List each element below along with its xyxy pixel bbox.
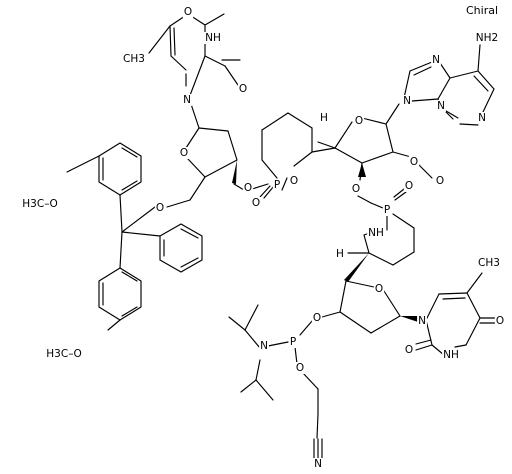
label-backdrop	[436, 100, 446, 112]
atom-o: O	[352, 183, 360, 195]
atom-p: P	[274, 179, 280, 191]
atom-n: N	[183, 94, 191, 106]
atom-n: N	[314, 458, 322, 470]
label-backdrop	[242, 182, 254, 194]
atom-ch3-methoxy: O	[436, 175, 444, 187]
label-backdrop	[442, 349, 460, 361]
label-backdrop	[45, 348, 83, 360]
atom-p: P	[384, 204, 390, 216]
label-backdrop	[477, 112, 487, 124]
atom-o: O	[252, 197, 260, 209]
label-backdrop	[367, 227, 385, 239]
label-backdrop	[288, 175, 300, 187]
atom-o: O	[184, 6, 192, 18]
lower-phosphorus-ring	[344, 188, 415, 282]
atom-o: O	[405, 180, 413, 192]
atom-o: O	[405, 344, 413, 356]
label-backdrop	[182, 6, 194, 18]
label-backdrop	[353, 115, 365, 127]
label-backdrop	[373, 283, 385, 295]
label-backdrop	[178, 147, 190, 159]
label-backdrop	[403, 344, 415, 356]
bottom-thymine	[415, 272, 496, 356]
label-backdrop	[313, 458, 323, 470]
atom-och3: H3C–O	[46, 348, 81, 360]
label-backdrop	[474, 32, 500, 44]
atom-h: H	[336, 248, 344, 260]
chiral-flag: Chiral	[466, 4, 498, 17]
atom-nh: NH	[443, 349, 459, 361]
atom-o: O	[375, 283, 383, 295]
lower-deoxyribose	[321, 280, 418, 334]
atom-o: O	[313, 312, 321, 324]
atom-ch3: CH3	[123, 53, 145, 65]
atom-labels: O NH O N CH3 O O H3C–O H3C–O O P O O H O…	[21, 6, 506, 470]
label-backdrop	[408, 156, 420, 168]
label-backdrop	[477, 257, 501, 269]
label-backdrop	[403, 180, 415, 192]
label-backdrop	[288, 336, 298, 348]
atom-o: O	[239, 83, 247, 95]
label-backdrop	[350, 183, 362, 195]
label-backdrop	[417, 315, 427, 327]
atom-o: O	[290, 175, 298, 187]
label-backdrop	[21, 198, 59, 210]
label-backdrop	[335, 248, 345, 260]
atom-n: N	[432, 54, 440, 66]
atom-och3: H3C–O	[22, 198, 57, 210]
label-backdrop	[122, 53, 146, 65]
label-backdrop	[434, 175, 446, 187]
label-backdrop	[319, 112, 329, 124]
label-backdrop	[402, 95, 412, 107]
label-backdrop	[431, 54, 441, 66]
atom-n: N	[260, 340, 268, 352]
label-backdrop	[250, 197, 262, 209]
atom-o: O	[180, 147, 188, 159]
atom-nh: NH	[205, 32, 221, 44]
atom-nh: NH	[368, 227, 384, 239]
label-backdrop	[294, 362, 306, 374]
top-deoxyribose	[166, 97, 245, 208]
atom-n: N	[478, 112, 486, 124]
label-backdrop	[259, 340, 269, 352]
atom-o: O	[244, 182, 252, 194]
label-backdrop	[154, 202, 166, 214]
label-backdrop	[494, 315, 506, 327]
label-backdrop	[237, 83, 249, 95]
top-phosphorus-ring	[251, 112, 336, 199]
top-thymine	[148, 13, 241, 99]
label-backdrop	[182, 94, 192, 106]
adenine	[403, 44, 495, 126]
atom-n: N	[418, 315, 426, 327]
atom-ch3: CH3	[478, 257, 500, 269]
label-backdrop	[311, 312, 323, 324]
atom-p: P	[290, 336, 296, 348]
atom-nh2: NH2	[476, 32, 498, 44]
label-backdrop	[272, 179, 282, 191]
atom-o: O	[496, 315, 504, 327]
atom-n: N	[403, 95, 411, 107]
atom-n: N	[437, 100, 445, 112]
atom-o: O	[355, 115, 363, 127]
middle-ribose	[317, 103, 433, 204]
atom-o: O	[156, 202, 164, 214]
dmt-group	[66, 142, 203, 331]
phosphoramidite	[228, 304, 323, 459]
label-backdrop	[204, 32, 222, 44]
atom-o: O	[296, 362, 304, 374]
atom-h: H	[320, 112, 328, 124]
atom-o: O	[410, 156, 418, 168]
label-backdrop	[382, 204, 392, 216]
